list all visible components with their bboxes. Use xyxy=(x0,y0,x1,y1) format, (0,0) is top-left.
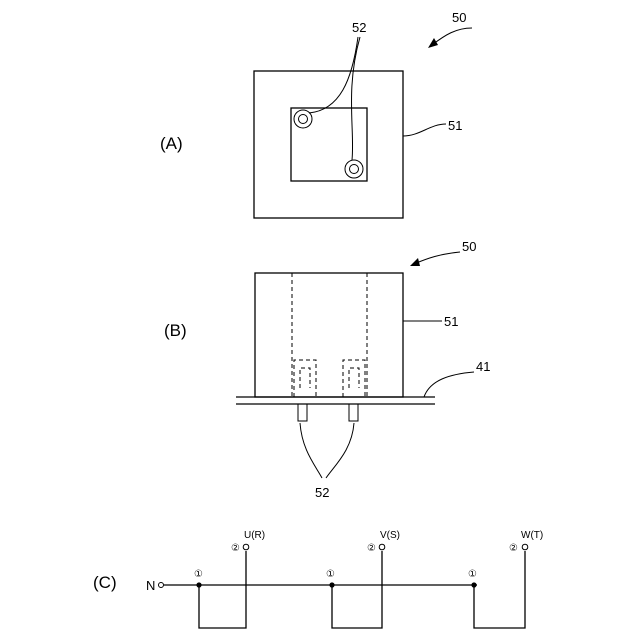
housing-ref-b: 51 xyxy=(444,314,458,329)
phase-terminal-2 xyxy=(379,544,385,550)
terminal-leader-b1 xyxy=(300,423,322,478)
housing-leader-a xyxy=(403,124,446,136)
neutral-terminal xyxy=(159,583,164,588)
terminal-leader-b2 xyxy=(326,423,354,478)
terminal-label-2: ② xyxy=(367,543,376,554)
terminal-inner-circle-1 xyxy=(299,115,308,124)
node-label-2: ① xyxy=(326,569,335,580)
node-label-1: ① xyxy=(194,569,203,580)
branch-loop-2 xyxy=(332,551,382,628)
phase-label-2: V(S) xyxy=(380,530,400,541)
assembly-leader-b xyxy=(414,252,460,264)
board-leader-b xyxy=(424,372,474,397)
housing-ref-a: 51 xyxy=(448,118,462,133)
terminal-ref-a: 52 xyxy=(352,20,366,35)
phase-terminal-1 xyxy=(243,544,249,550)
terminal-label-1: ② xyxy=(231,543,240,554)
terminal-ref-b: 52 xyxy=(315,485,329,500)
housing-inner-a xyxy=(291,108,367,181)
hidden-socket-2-inner xyxy=(349,368,359,388)
hidden-socket-1-inner xyxy=(300,368,310,388)
panel-label-a: (A) xyxy=(160,134,183,153)
terminal-inner-circle-2 xyxy=(350,165,359,174)
assembly-leader-a xyxy=(432,28,472,45)
terminal-pin-1 xyxy=(298,404,307,421)
node-label-3: ① xyxy=(468,569,477,580)
hidden-socket-1 xyxy=(294,360,316,397)
housing-body-b xyxy=(255,273,403,397)
assembly-ref-b: 50 xyxy=(462,239,476,254)
terminal-outer-circle-2 xyxy=(345,160,363,178)
figure-a: (A) 50 52 51 xyxy=(160,10,472,218)
panel-label-b: (B) xyxy=(164,321,187,340)
terminal-pin-2 xyxy=(349,404,358,421)
branch-loop-1 xyxy=(199,551,246,628)
assembly-ref-a: 50 xyxy=(452,10,466,25)
hidden-socket-2 xyxy=(343,360,365,397)
neutral-label: N xyxy=(146,578,155,593)
figure-b: (B) 50 51 41 52 xyxy=(164,239,490,500)
terminal-label-3: ② xyxy=(509,543,518,554)
branch-loop-3 xyxy=(474,551,525,628)
phase-label-3: W(T) xyxy=(521,530,543,541)
assembly-arrowhead-b xyxy=(410,258,420,266)
board-ref-b: 41 xyxy=(476,359,490,374)
figure-c: (C) N ① ② U(R) ① ② V(S) ① ② W(T) xyxy=(93,530,543,628)
terminal-leader-a2 xyxy=(351,37,360,160)
terminal-leader-a1 xyxy=(309,37,358,113)
phase-label-1: U(R) xyxy=(244,530,265,541)
assembly-arrowhead-a xyxy=(428,38,438,48)
panel-label-c: (C) xyxy=(93,573,117,592)
housing-outer-a xyxy=(254,71,403,218)
phase-terminal-3 xyxy=(522,544,528,550)
